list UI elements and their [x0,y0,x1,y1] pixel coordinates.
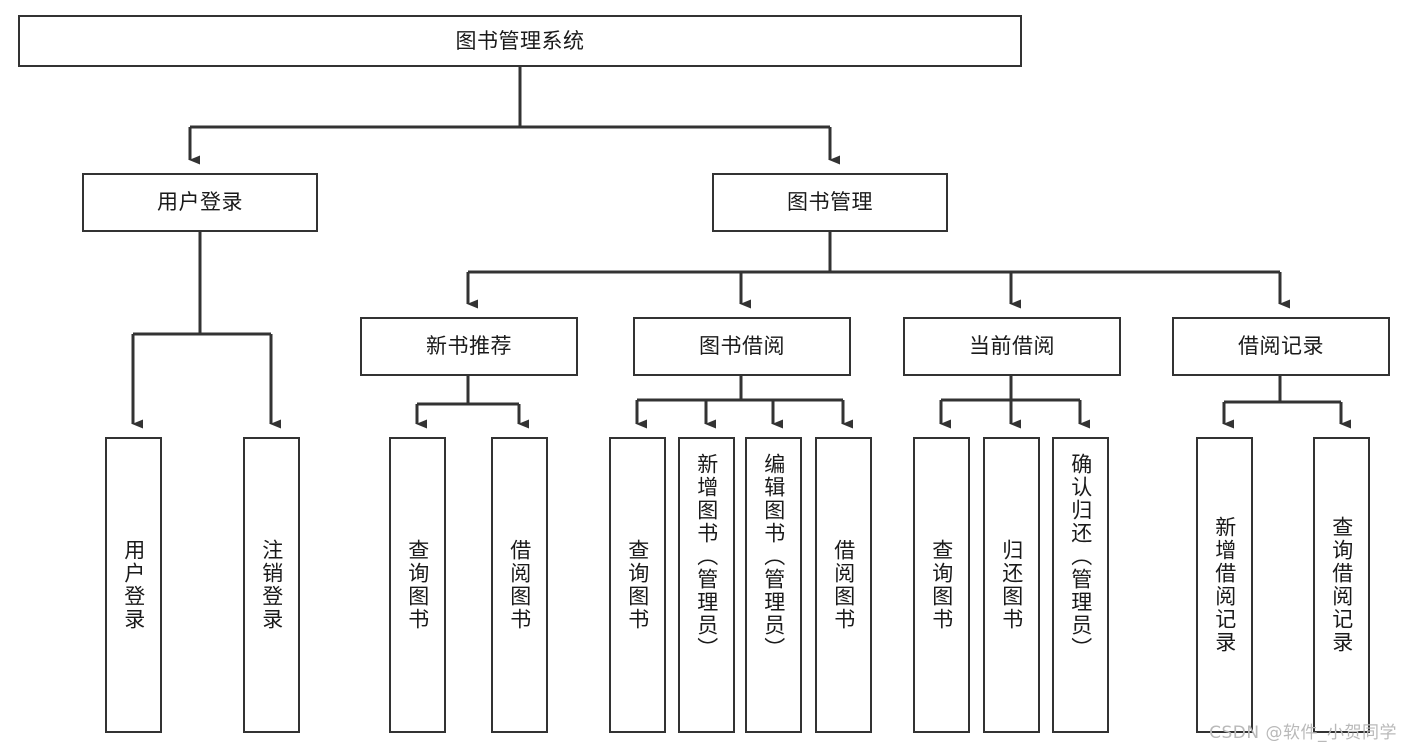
node-leaf-confirm-return[interactable]: 确认归还（管理员） [1052,437,1109,733]
node-leaf-borrow-book-2-label: 借阅图书 [831,539,856,631]
node-leaf-edit-book[interactable]: 编辑图书（管理员） [745,437,802,733]
node-book-management[interactable]: 图书管理 [712,173,948,232]
node-leaf-add-book-label: 新增图书（管理员） [694,453,719,660]
node-leaf-user-login[interactable]: 用户登录 [105,437,162,733]
node-leaf-query-record[interactable]: 查询借阅记录 [1313,437,1370,733]
node-leaf-query-book-1[interactable]: 查询图书 [389,437,446,733]
node-borrow-record[interactable]: 借阅记录 [1172,317,1390,376]
node-leaf-edit-book-label: 编辑图书（管理员） [761,453,786,660]
node-book-borrow-label: 图书借阅 [699,334,785,359]
node-leaf-add-record-label: 新增借阅记录 [1212,516,1237,654]
node-leaf-user-login-label: 用户登录 [121,539,146,631]
node-leaf-query-book-2[interactable]: 查询图书 [609,437,666,733]
node-leaf-logout-login-label: 注销登录 [259,539,284,631]
node-current-borrow[interactable]: 当前借阅 [903,317,1121,376]
node-leaf-borrow-book-1-label: 借阅图书 [507,539,532,631]
node-user-login-label: 用户登录 [157,190,243,215]
node-new-book-recommend[interactable]: 新书推荐 [360,317,578,376]
node-root[interactable]: 图书管理系统 [18,15,1022,67]
node-leaf-query-record-label: 查询借阅记录 [1329,516,1354,654]
node-new-book-recommend-label: 新书推荐 [426,334,512,359]
watermark: CSDN @软件_小贺同学 [1209,723,1397,743]
node-leaf-add-book[interactable]: 新增图书（管理员） [678,437,735,733]
node-leaf-borrow-book-1[interactable]: 借阅图书 [491,437,548,733]
node-book-borrow[interactable]: 图书借阅 [633,317,851,376]
node-leaf-query-book-3[interactable]: 查询图书 [913,437,970,733]
node-leaf-query-book-1-label: 查询图书 [405,539,430,631]
node-current-borrow-label: 当前借阅 [969,334,1055,359]
node-leaf-query-book-2-label: 查询图书 [625,539,650,631]
node-leaf-return-book-label: 归还图书 [999,539,1024,631]
node-leaf-add-record[interactable]: 新增借阅记录 [1196,437,1253,733]
node-leaf-confirm-return-label: 确认归还（管理员） [1068,453,1093,660]
node-leaf-borrow-book-2[interactable]: 借阅图书 [815,437,872,733]
node-root-label: 图书管理系统 [455,28,585,53]
node-leaf-query-book-3-label: 查询图书 [929,539,954,631]
node-leaf-logout-login[interactable]: 注销登录 [243,437,300,733]
node-book-management-label: 图书管理 [787,190,873,215]
node-leaf-return-book[interactable]: 归还图书 [983,437,1040,733]
node-borrow-record-label: 借阅记录 [1238,334,1324,359]
node-user-login[interactable]: 用户登录 [82,173,318,232]
